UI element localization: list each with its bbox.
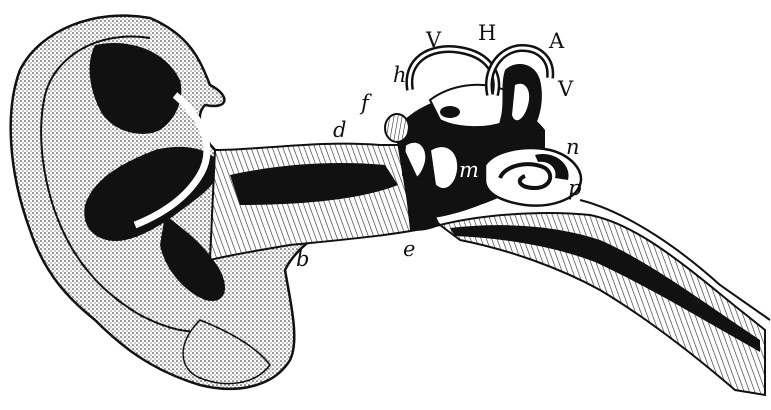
- tympanic-membrane: [385, 114, 409, 142]
- oval-window: [440, 106, 460, 118]
- label-m: m: [459, 158, 479, 182]
- eustachian-tube-wall: [440, 213, 765, 395]
- eustachian-tube: [440, 200, 770, 395]
- label-A: A: [548, 29, 565, 53]
- label-n: n: [566, 135, 580, 159]
- label-h: h: [393, 63, 407, 87]
- ossicle-incus: [430, 146, 458, 189]
- label-e: e: [403, 237, 415, 261]
- label-d: d: [333, 118, 346, 142]
- label-V-top: V: [425, 28, 442, 52]
- label-b: b: [296, 247, 309, 271]
- label-V-right: V: [557, 77, 574, 101]
- label-i: i: [463, 92, 470, 116]
- label-k: k: [497, 123, 510, 147]
- label-f: f: [359, 91, 372, 115]
- label-p: p: [568, 176, 581, 200]
- label-H: H: [478, 21, 496, 45]
